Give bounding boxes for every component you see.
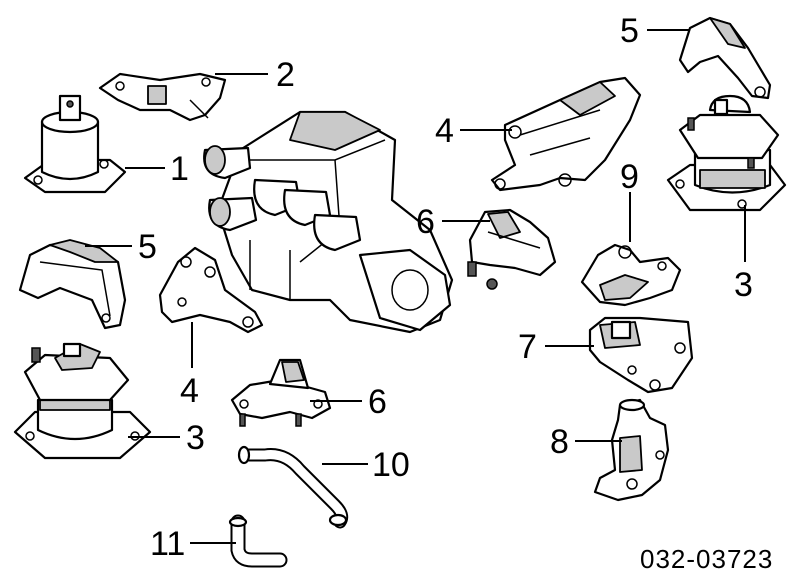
part-2-bracket — [98, 72, 227, 122]
callout-3-right: 3 — [734, 266, 753, 304]
part-4-bracket-left — [158, 246, 264, 334]
callout-9: 9 — [620, 158, 639, 196]
callout-10: 10 — [372, 446, 410, 484]
callout-5-left: 5 — [138, 228, 157, 266]
callout-7: 7 — [518, 328, 537, 366]
part-3-hydraulic-mount-right — [666, 94, 787, 212]
callout-4-left: 4 — [180, 372, 199, 410]
callout-4-upper: 4 — [435, 112, 454, 150]
part-6-mount-bracket-lower — [230, 358, 332, 427]
part-1-engine-mount — [23, 94, 127, 194]
callout-5-right: 5 — [620, 12, 639, 50]
engine-illustration — [203, 110, 454, 334]
callout-6-lower: 6 — [368, 383, 387, 421]
part-5-torque-rod-right — [678, 16, 772, 100]
part-5-torque-rod-left — [18, 239, 127, 330]
callout-3-left: 3 — [186, 419, 205, 457]
part-7-mount-with-bracket — [588, 316, 694, 394]
part-11-elbow-hose — [228, 514, 288, 568]
callout-1: 1 — [170, 150, 189, 188]
callout-11: 11 — [150, 525, 185, 563]
part-6-mount-upper — [467, 208, 557, 290]
part-4-bracket-upper — [490, 76, 642, 192]
diagram-code: 032-03723 — [640, 544, 773, 574]
leader-lines — [85, 29, 746, 544]
callout-6-upper: 6 — [416, 203, 435, 241]
callout-labels: 1 2 3 3 4 4 5 5 6 6 7 8 9 10 11 — [138, 12, 753, 563]
callout-8: 8 — [550, 423, 569, 461]
part-8-bracket — [593, 398, 670, 502]
part-3-hydraulic-mount-left — [13, 342, 152, 460]
callout-2: 2 — [276, 56, 295, 94]
part-10-hose — [237, 445, 349, 529]
part-9-bracket — [580, 243, 682, 307]
